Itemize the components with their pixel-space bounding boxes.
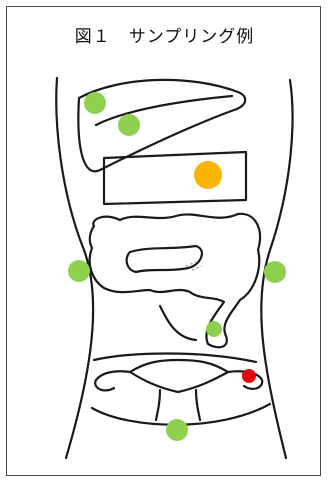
small-intestine-inner bbox=[127, 246, 202, 272]
liver-inner-line bbox=[96, 96, 232, 125]
intestine-outline bbox=[90, 214, 260, 347]
marker-sigmoid bbox=[206, 321, 222, 337]
uterus-stem bbox=[156, 390, 200, 420]
uterus-outline bbox=[130, 360, 228, 392]
sigmoid-loop bbox=[160, 306, 196, 340]
stomach-outline bbox=[104, 152, 246, 204]
marker-stomach bbox=[194, 161, 222, 189]
marker-ovary-left bbox=[242, 369, 256, 383]
marker-liver-upper bbox=[84, 92, 106, 114]
marker-left-side bbox=[264, 261, 286, 283]
marker-liver-lower bbox=[118, 114, 140, 136]
tube-left bbox=[95, 371, 130, 390]
marker-right-side bbox=[68, 260, 90, 282]
marker-pelvis-bottom bbox=[166, 419, 188, 441]
